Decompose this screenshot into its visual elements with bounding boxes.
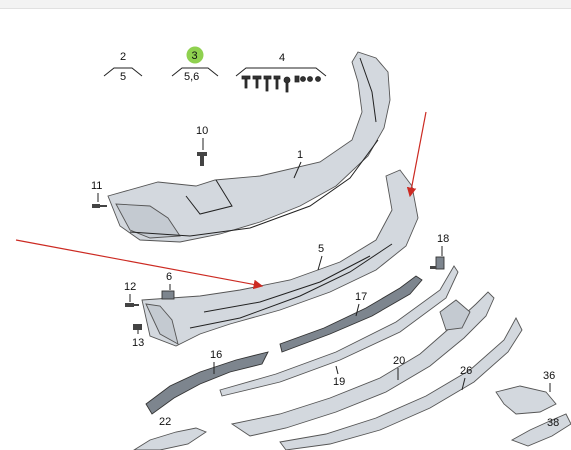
part-19-trim (219, 265, 459, 397)
part-18: 18 (430, 233, 449, 270)
leader-26 (461, 377, 466, 391)
fastener-13: 13 (132, 324, 144, 349)
part-26 (279, 317, 523, 450)
part-1-bumper-cover (107, 51, 391, 243)
leader-17 (355, 303, 360, 317)
part-17-strip (279, 275, 423, 353)
callout-36: 36 (543, 370, 555, 382)
callout-12: 12 (124, 281, 136, 293)
callout-16: 16 (210, 349, 222, 361)
screw-12: 12 (124, 281, 139, 307)
callout-17: 17 (355, 291, 367, 303)
top-bar (0, 0, 571, 9)
callout-4: 4 (279, 52, 285, 64)
screw-11: 11 (91, 180, 107, 208)
group-key-3: 3 5,6 (171, 46, 219, 83)
clip-6: 6 (161, 271, 175, 300)
red-arrow-right (406, 111, 427, 198)
callout-13: 13 (132, 337, 144, 349)
group-key-2: 2 5 (103, 51, 143, 83)
callout-3: 3 (192, 50, 198, 62)
part-16-bracket (145, 351, 269, 415)
leader-1 (293, 161, 302, 179)
callout-19: 19 (333, 376, 345, 388)
callout-26: 26 (460, 365, 472, 377)
callout-11: 11 (91, 180, 102, 192)
part-36 (495, 385, 557, 415)
callout-18: 18 (437, 233, 449, 245)
callout-5: 5 (318, 243, 324, 255)
screw-10: 10 (196, 125, 208, 166)
part-5-lower-bumper (141, 169, 419, 347)
callout-38: 38 (547, 417, 559, 429)
part-22 (133, 427, 207, 450)
part-20-diffuser (230, 291, 495, 437)
callout-10: 10 (196, 125, 208, 137)
group-3-subitems: 5,6 (184, 71, 199, 83)
callout-20: 20 (393, 355, 405, 367)
callout-2: 2 (120, 51, 126, 63)
fastener-set-4: 4 (235, 52, 327, 93)
callout-1: 1 (297, 149, 303, 161)
part-38 (510, 413, 571, 447)
callout-6: 6 (166, 271, 172, 283)
red-arrow-left (15, 239, 264, 290)
annotation-arrows (15, 111, 427, 290)
leader-19 (335, 365, 339, 375)
screw-icons (241, 75, 321, 93)
callout-22: 22 (159, 416, 171, 428)
leader-5 (317, 255, 323, 271)
group-2-subitems: 5 (120, 71, 126, 83)
highlight-marker (186, 46, 204, 64)
